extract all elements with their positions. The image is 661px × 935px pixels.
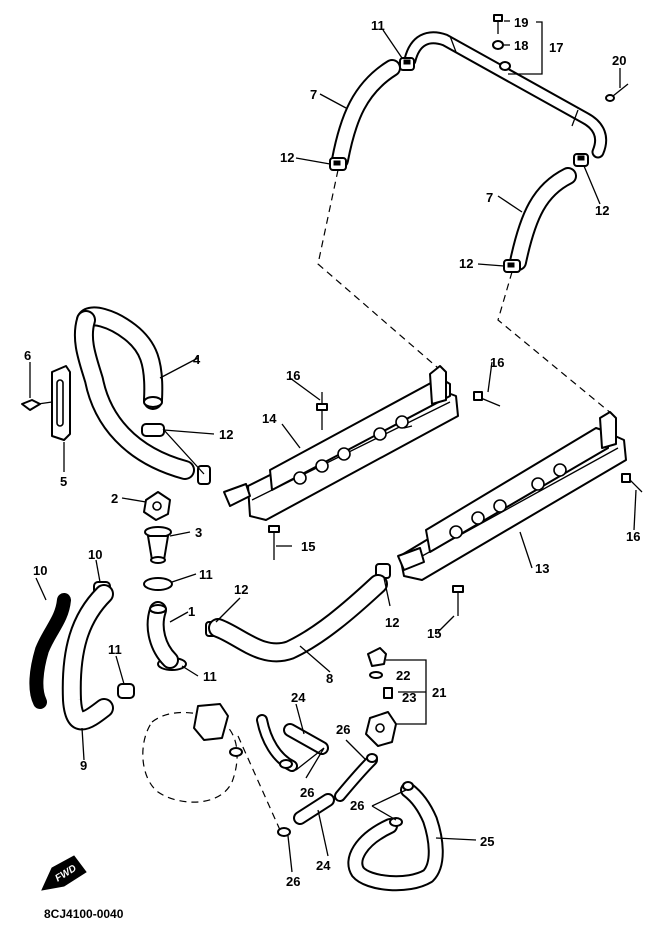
fwd-arrow-icon: FWD: [41, 855, 87, 891]
clamp-part-11-c[interactable]: [117, 683, 135, 699]
clamp-part-11-a[interactable]: [143, 577, 173, 591]
callout-24: 24: [291, 690, 306, 705]
callout-11: 11: [108, 642, 122, 657]
callout-9: 9: [80, 758, 87, 773]
callout-7: 7: [310, 87, 317, 102]
water-jacket-part-13[interactable]: [397, 411, 627, 581]
leader-lines: [29, 20, 637, 873]
hose-part-7-left[interactable]: [331, 59, 401, 169]
bolt-part-15-a[interactable]: [268, 525, 280, 560]
callout-22: 22: [396, 668, 410, 683]
bolt-part-15-b[interactable]: [452, 585, 464, 616]
callout-12: 12: [219, 427, 233, 442]
callout-8: 8: [326, 671, 333, 686]
thermostat-cover-part-2[interactable]: [143, 491, 171, 521]
callout-5: 5: [60, 474, 67, 489]
callout-12: 12: [280, 150, 294, 165]
hose-part-7-right[interactable]: [509, 167, 577, 271]
callout-20: 20: [612, 53, 626, 68]
callout-12: 12: [595, 203, 609, 218]
thermostat-part-3[interactable]: [144, 526, 172, 564]
callout-26: 26: [350, 798, 364, 813]
bolt-part-6[interactable]: [21, 399, 53, 411]
callout-labels: 11 19 18 17 20 7 12 7 12 12 4 6 16 16 14…: [24, 15, 640, 889]
grommet-part-20[interactable]: [605, 83, 629, 102]
callout-4: 4: [193, 352, 201, 367]
callout-12: 11: [371, 18, 385, 33]
callout-16: 16: [490, 355, 504, 370]
callout-12: 12: [385, 615, 399, 630]
clamp-part-12-e[interactable]: [141, 423, 165, 437]
valve-cap-part-22[interactable]: [367, 647, 387, 667]
callout-24: 24: [316, 858, 331, 873]
callout-2: 2: [111, 491, 118, 506]
clamp-part-12-c[interactable]: [573, 153, 589, 167]
bracket-part-5[interactable]: [51, 365, 71, 441]
hose-part-9[interactable]: [61, 584, 114, 731]
hose-part-24-upper[interactable]: [256, 714, 329, 772]
clamp-part-12-b[interactable]: [329, 157, 347, 171]
callout-19: 19: [514, 15, 528, 30]
callout-3: 3: [195, 525, 202, 540]
callout-10: 10: [33, 563, 47, 578]
callout-26: 26: [300, 785, 314, 800]
clamp-part-12-a[interactable]: [399, 57, 415, 71]
callout-18: 18: [514, 38, 528, 53]
callout-23: 23: [402, 690, 416, 705]
callout-16: 16: [626, 529, 640, 544]
callout-11: 10: [88, 547, 102, 562]
water-pipe[interactable]: [73, 310, 195, 480]
hose-part-8[interactable]: [208, 574, 388, 663]
callout-26: 26: [286, 874, 300, 889]
screw-part-23[interactable]: [383, 687, 393, 699]
washer-part-18[interactable]: [492, 40, 504, 50]
callout-11: 11: [199, 567, 213, 582]
valve-body-part-21[interactable]: [365, 711, 397, 747]
callout-14: 14: [262, 411, 277, 426]
callout-17: 17: [549, 40, 563, 55]
callout-7: 7: [486, 190, 493, 205]
outlet-pipe-part-17[interactable]: [403, 31, 608, 159]
bolt-part-16-a[interactable]: [316, 392, 328, 430]
screw-part-19[interactable]: [493, 14, 503, 34]
water-jacket-part-14[interactable]: [223, 365, 459, 521]
hose-part-24-lower[interactable]: [293, 793, 335, 825]
water-pump-housing[interactable]: [142, 703, 243, 803]
hose-part-26-a[interactable]: [334, 754, 378, 802]
callout-21: 21: [432, 685, 446, 700]
hose-part-10[interactable]: [29, 593, 71, 709]
callout-16: 16: [286, 368, 300, 383]
callout-6: 6: [24, 348, 31, 363]
bolt-part-16-c[interactable]: [621, 473, 643, 493]
hose-part-25[interactable]: [347, 782, 444, 892]
callout-11: 11: [203, 669, 217, 684]
callout-13: 13: [535, 561, 549, 576]
clip-part-26-set[interactable]: [277, 753, 414, 837]
diagram-code: 8CJ4100-0040: [44, 907, 124, 921]
o-ring-part-22[interactable]: [369, 671, 383, 679]
callout-1: 1: [188, 604, 195, 619]
callout-25: 25: [480, 834, 494, 849]
callout-12: 12: [459, 256, 473, 271]
callout-15: 15: [301, 539, 315, 554]
callout-12: 12: [234, 582, 248, 597]
hose-part-1[interactable]: [146, 601, 179, 669]
clamp-part-12-d[interactable]: [503, 259, 521, 273]
callout-15: 15: [427, 626, 441, 641]
bolt-part-16-b[interactable]: [473, 391, 501, 407]
callout-26: 26: [336, 722, 350, 737]
